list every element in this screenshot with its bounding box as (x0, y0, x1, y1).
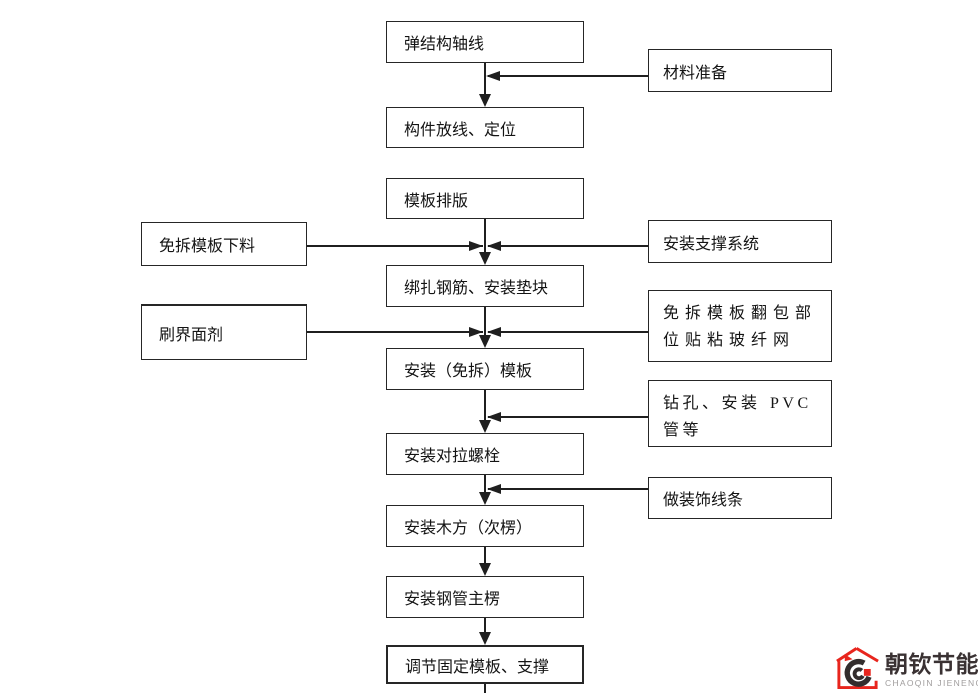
flow-step-7-box: 安装木方（次楞） (386, 505, 584, 547)
right-branch-2-box: 安装支撑系统 (648, 220, 832, 263)
flow-step-5-box: 安装（免拆）模板 (386, 348, 584, 390)
flow-step-8-box: 安装钢管主楞 (386, 576, 584, 618)
flow-step-2-label: 构件放线、定位 (404, 121, 517, 139)
flow-step-6-box: 安装对拉螺栓 (386, 433, 584, 475)
left-branch-2-label: 刷界面剂 (159, 326, 224, 344)
flow-step-1-label: 弹结构轴线 (404, 36, 485, 53)
right-branch-1-box: 材料准备 (648, 49, 832, 92)
left-branch-2-box: 刷界面剂 (141, 304, 307, 360)
flow-step-4-box: 绑扎钢筋、安装垫块 (386, 265, 584, 307)
flow-step-9-box: 调节固定模板、支撑 (386, 645, 584, 684)
logo-house-icon (836, 647, 879, 690)
left-branch-1-box: 免拆模板下料 (141, 222, 307, 266)
flow-step-3-label: 模板排版 (404, 192, 469, 210)
right-branch-2-label: 安装支撑系统 (663, 235, 760, 253)
flow-step-4-label: 绑扎钢筋、安装垫块 (404, 280, 549, 297)
right-branch-1-label: 材料准备 (663, 64, 728, 82)
left-branch-1-label: 免拆模板下料 (159, 238, 256, 255)
right-branch-5-label: 做装饰线条 (663, 492, 744, 509)
right-branch-3-label: 免拆模板翻包部位贴粘玻纤网 (663, 305, 818, 349)
flow-step-9-label: 调节固定模板、支撑 (405, 658, 550, 676)
right-branch-4-label: 钻孔、安装 PVC 管等 (663, 395, 812, 439)
right-branch-3-box: 免拆模板翻包部位贴粘玻纤网 (648, 290, 832, 362)
flow-step-3-box: 模板排版 (386, 178, 584, 219)
flow-step-7-label: 安装木方（次楞） (404, 520, 533, 537)
flow-step-6-label: 安装对拉螺栓 (404, 448, 501, 465)
logo-subtitle: CHAOQIN JIENENG (885, 678, 978, 688)
logo: 朝钦节能 CHAOQIN JIENENG (834, 644, 978, 692)
right-branch-4-box: 钻孔、安装 PVC 管等 (648, 380, 832, 447)
flow-step-1-box: 弹结构轴线 (386, 21, 584, 63)
right-branch-5-box: 做装饰线条 (648, 477, 832, 519)
flow-step-8-label: 安装钢管主楞 (404, 591, 501, 608)
logo-title: 朝钦节能 (885, 651, 978, 677)
flow-step-5-label: 安装（免拆）模板 (404, 363, 533, 380)
flow-step-2-box: 构件放线、定位 (386, 107, 584, 148)
logo-text: 朝钦节能 CHAOQIN JIENENG (885, 644, 978, 688)
arrowheads (469, 71, 501, 645)
